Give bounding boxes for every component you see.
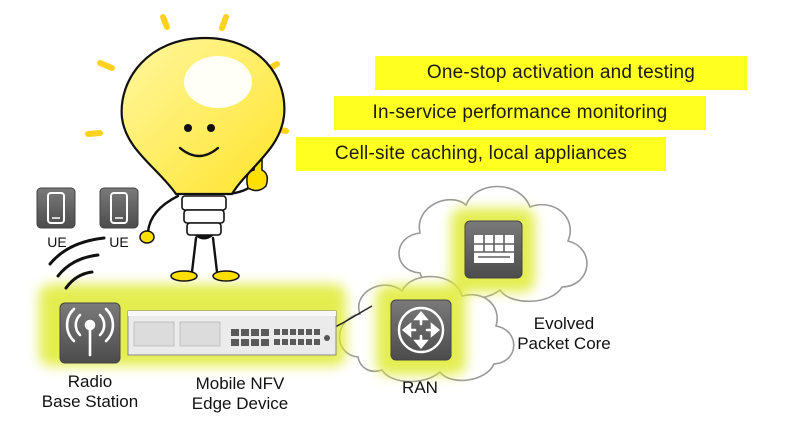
router-icon (390, 299, 452, 361)
banner-performance-monitoring: In-service performance monitoring (334, 96, 706, 130)
banner-activation-testing: One-stop activation and testing (375, 56, 747, 90)
nfv-label-line2: Edge Device (191, 394, 289, 413)
radio-label-line1: Radio (67, 372, 113, 391)
phone-icon (36, 187, 76, 229)
ue-label-1: UE (47, 234, 67, 250)
epc-label-line1: Evolved (533, 314, 595, 333)
banner-cell-site-caching: Cell-site caching, local appliances (296, 137, 666, 171)
radio-label-line2: Base Station (41, 392, 139, 411)
radio-tower-icon (59, 302, 121, 364)
radio-base-station-label: Radio Base Station (26, 372, 154, 412)
ue-label-2: UE (109, 234, 129, 250)
phone-icon (99, 187, 139, 229)
nfv-label-line1: Mobile NFV (195, 374, 285, 393)
lightbulb-mascot (120, 36, 286, 282)
mobile-nfv-edge-device (127, 310, 337, 356)
evolved-packet-core-label: Evolved Packet Core (508, 314, 620, 354)
wifi-waves-icon (48, 236, 106, 290)
grid-table-icon (464, 220, 523, 279)
ran-label: RAN (402, 378, 438, 397)
epc-label-line2: Packet Core (517, 334, 611, 353)
mobile-nfv-edge-device-label: Mobile NFV Edge Device (176, 374, 304, 414)
